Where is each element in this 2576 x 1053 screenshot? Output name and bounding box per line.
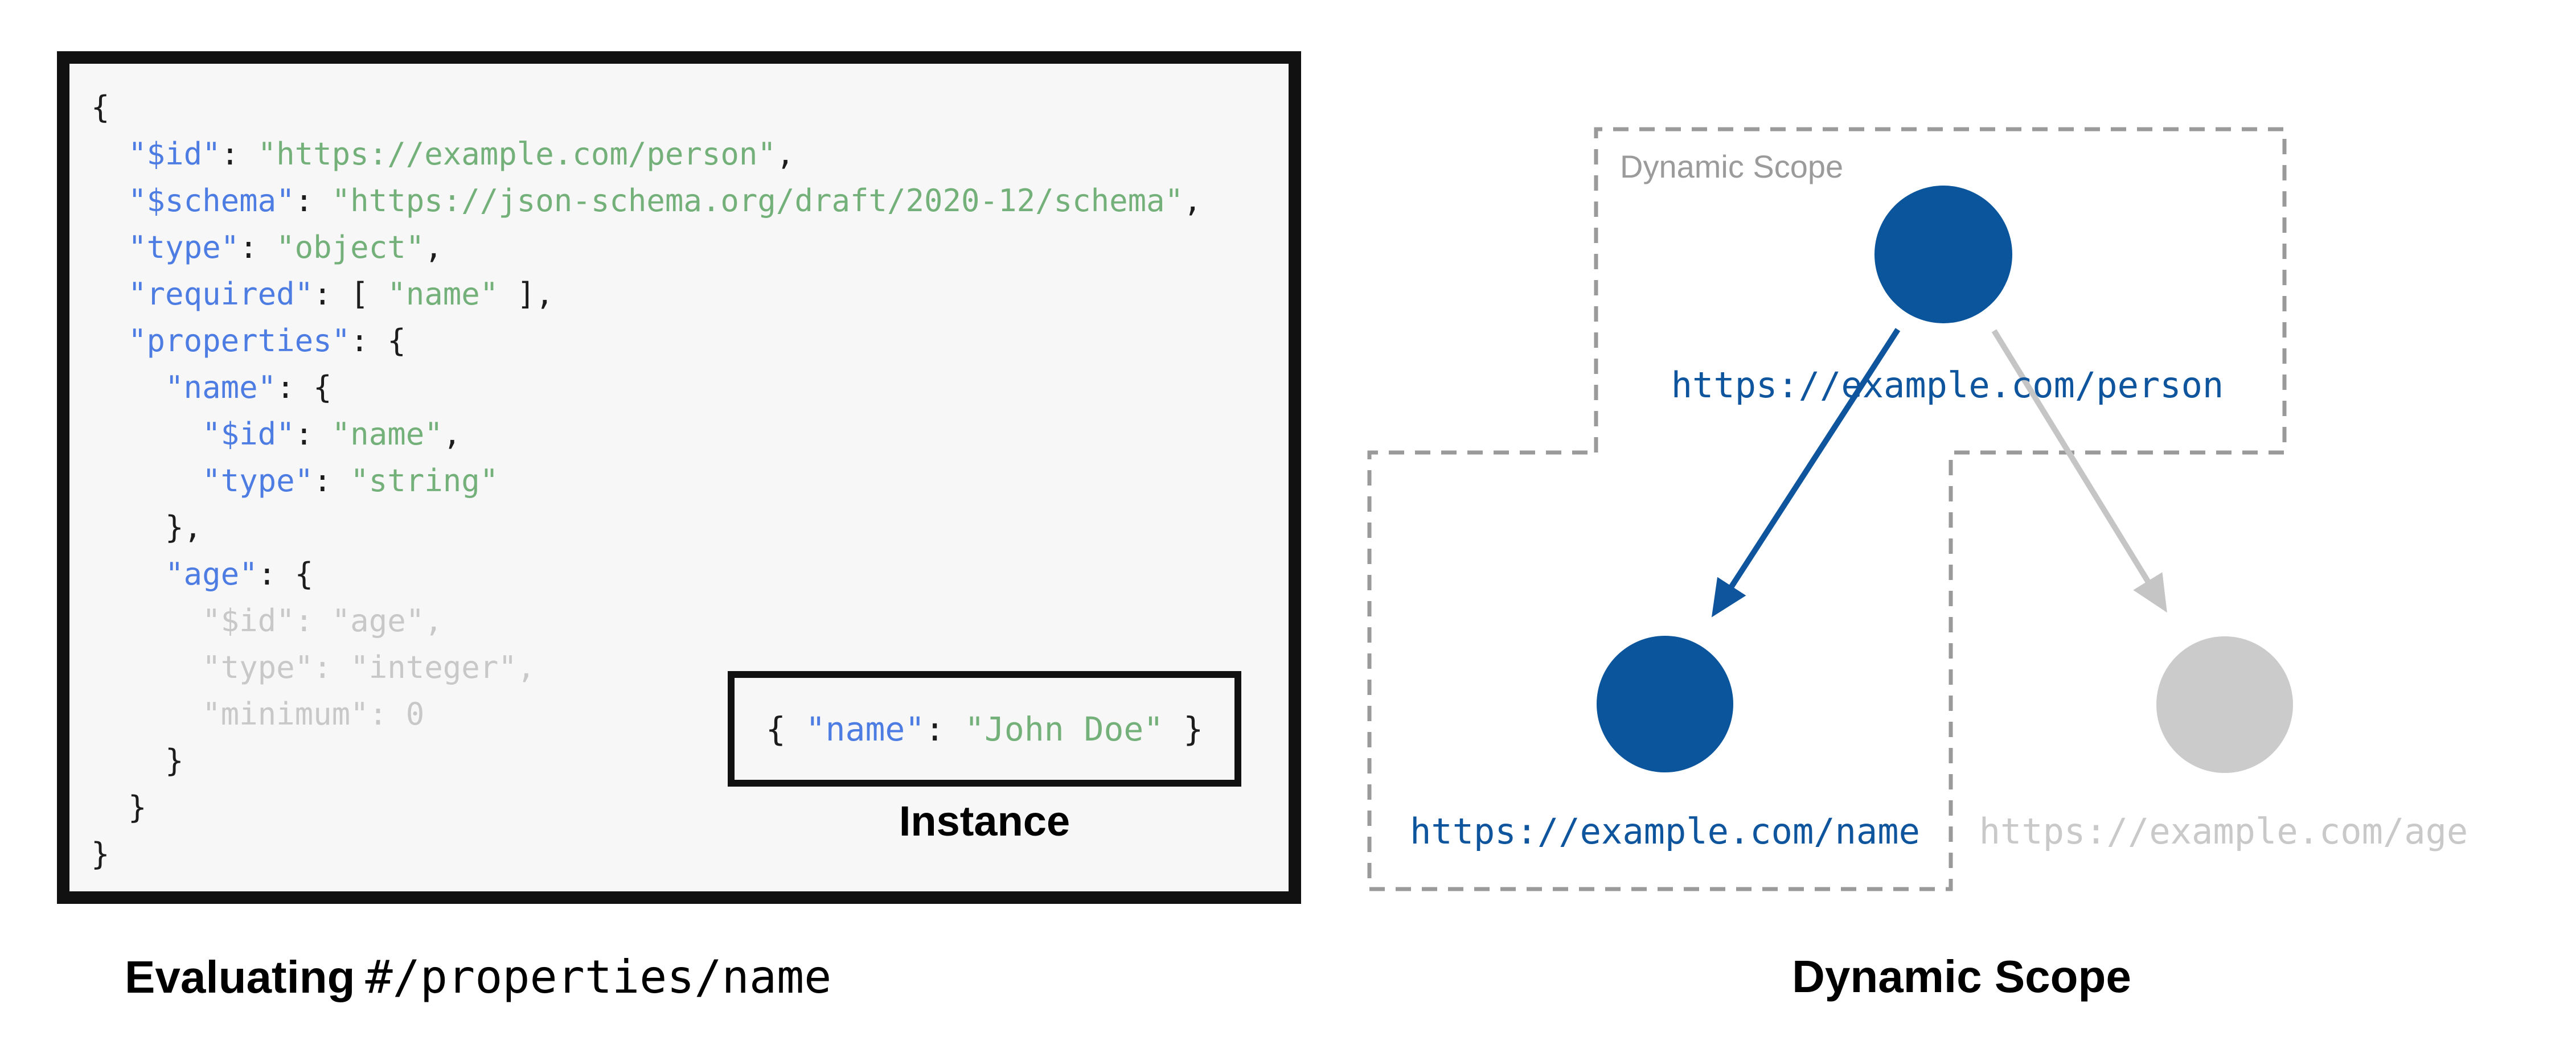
code-line: "type": "object", bbox=[128, 229, 443, 265]
code-line: "$id": "name", bbox=[202, 416, 462, 452]
instance-box: { "name": "John Doe" } bbox=[728, 671, 1241, 787]
schema-code: { "$id": "https://example.com/person", "… bbox=[91, 84, 1202, 878]
person-node bbox=[1874, 186, 2012, 323]
code-line: } bbox=[91, 743, 184, 779]
code-line: "name": { bbox=[165, 369, 332, 405]
code-line: } bbox=[91, 789, 147, 825]
code-line: "$schema": "https://json-schema.org/draf… bbox=[128, 183, 1202, 219]
code-line: } bbox=[91, 836, 110, 872]
code-line: "type": "string" bbox=[202, 463, 499, 499]
person-node-url: https://example.com/person bbox=[1671, 364, 2224, 406]
code-line: { bbox=[91, 89, 110, 125]
code-line: "type": "integer", bbox=[202, 649, 536, 685]
evaluating-caption-bold: Evaluating bbox=[125, 952, 355, 1002]
instance-label: Instance bbox=[899, 797, 1070, 845]
dynamic-scope-boundary bbox=[1367, 127, 2287, 891]
code-line: "age": { bbox=[165, 556, 314, 592]
person-to-name-arrow bbox=[1711, 328, 1901, 618]
code-line: "minimum": 0 bbox=[202, 696, 425, 732]
name-node-url: https://example.com/name bbox=[1410, 811, 1920, 852]
code-line: }, bbox=[91, 509, 203, 545]
age-node-url: https://example.com/age bbox=[1979, 811, 2468, 852]
age-node bbox=[2156, 636, 2293, 773]
instance-code: { "name": "John Doe" } bbox=[765, 709, 1204, 748]
code-line: "$id": "https://example.com/person", bbox=[128, 136, 795, 172]
evaluating-caption: Evaluating#/properties/name bbox=[125, 951, 831, 1003]
dynamic-scope-caption: Dynamic Scope bbox=[1792, 951, 2131, 1002]
code-line: "properties": { bbox=[128, 323, 406, 359]
code-line: "$id": "age", bbox=[202, 603, 443, 639]
code-line: "required": [ "name" ], bbox=[128, 276, 554, 312]
dynamic-scope-region-label: Dynamic Scope bbox=[1620, 149, 1843, 184]
evaluating-caption-pointer: #/properties/name bbox=[365, 951, 832, 1003]
name-node bbox=[1597, 636, 1733, 772]
person-to-age-arrow bbox=[1991, 329, 2167, 613]
schema-panel: { "$id": "https://example.com/person", "… bbox=[57, 51, 1301, 904]
